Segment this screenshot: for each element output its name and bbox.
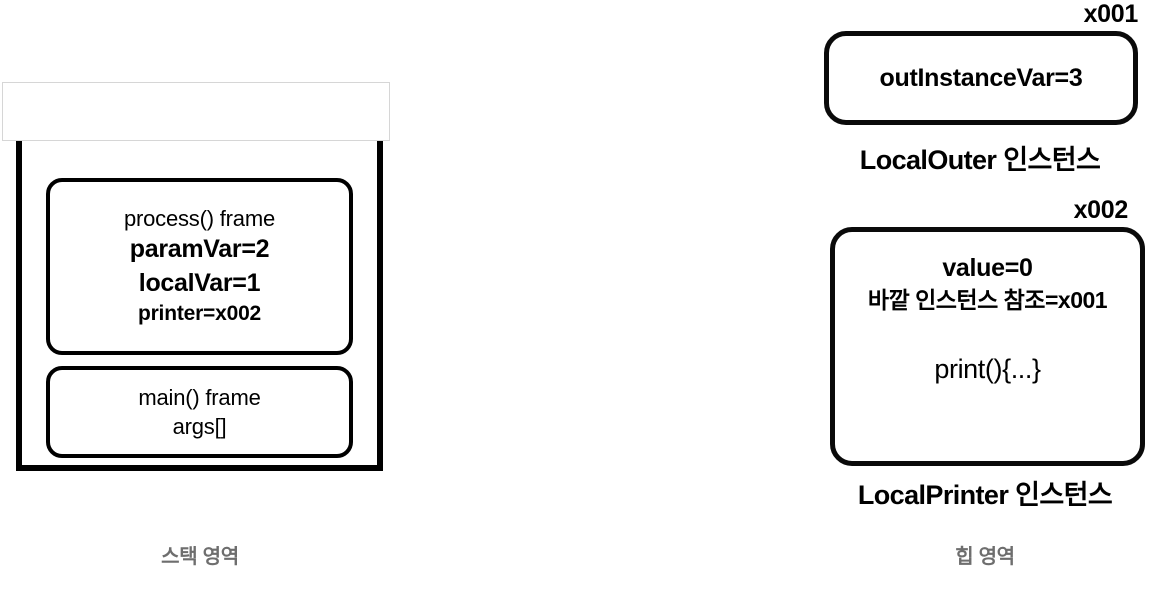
stack-region-caption: 스택 영역 (161, 546, 239, 568)
frame-main-title: main() frame (138, 384, 261, 410)
local-outer-field-outinstancevar: outInstanceVar=3 (879, 63, 1083, 92)
heap-object-label-local-printer: LocalPrinter 인스턴스 (857, 480, 1113, 510)
stack-frame-main: main() frame args[] (46, 366, 353, 458)
stack-empty-slot (2, 82, 390, 141)
local-printer-field-outer-ref: 바깥 인스턴스 참조=x001 (867, 286, 1108, 313)
frame-main-args: args[] (172, 414, 227, 439)
heap-address-x002: x002 (1073, 196, 1129, 224)
local-printer-method-print: print(){...} (934, 353, 1041, 384)
stack-frame-process: process() frame paramVar=2 localVar=1 pr… (46, 178, 353, 355)
frame-process-local-var: localVar=1 (138, 268, 261, 297)
frame-process-printer-ref: printer=x002 (137, 302, 262, 326)
stack-region: process() frame paramVar=2 localVar=1 pr… (0, 0, 420, 590)
frame-process-title: process() frame (123, 206, 276, 232)
heap-object-label-local-outer: LocalOuter 인스턴스 (859, 145, 1101, 175)
heap-region-caption: 힙 영역 (955, 546, 1015, 568)
frame-process-param-var: paramVar=2 (129, 235, 270, 264)
heap-object-local-outer: outInstanceVar=3 (824, 31, 1138, 125)
stack-container (16, 141, 383, 471)
local-printer-field-value: value=0 (942, 254, 1033, 282)
heap-object-local-printer: value=0 바깥 인스턴스 참조=x001 print(){...} (830, 227, 1145, 466)
heap-address-x001: x001 (1083, 0, 1139, 28)
